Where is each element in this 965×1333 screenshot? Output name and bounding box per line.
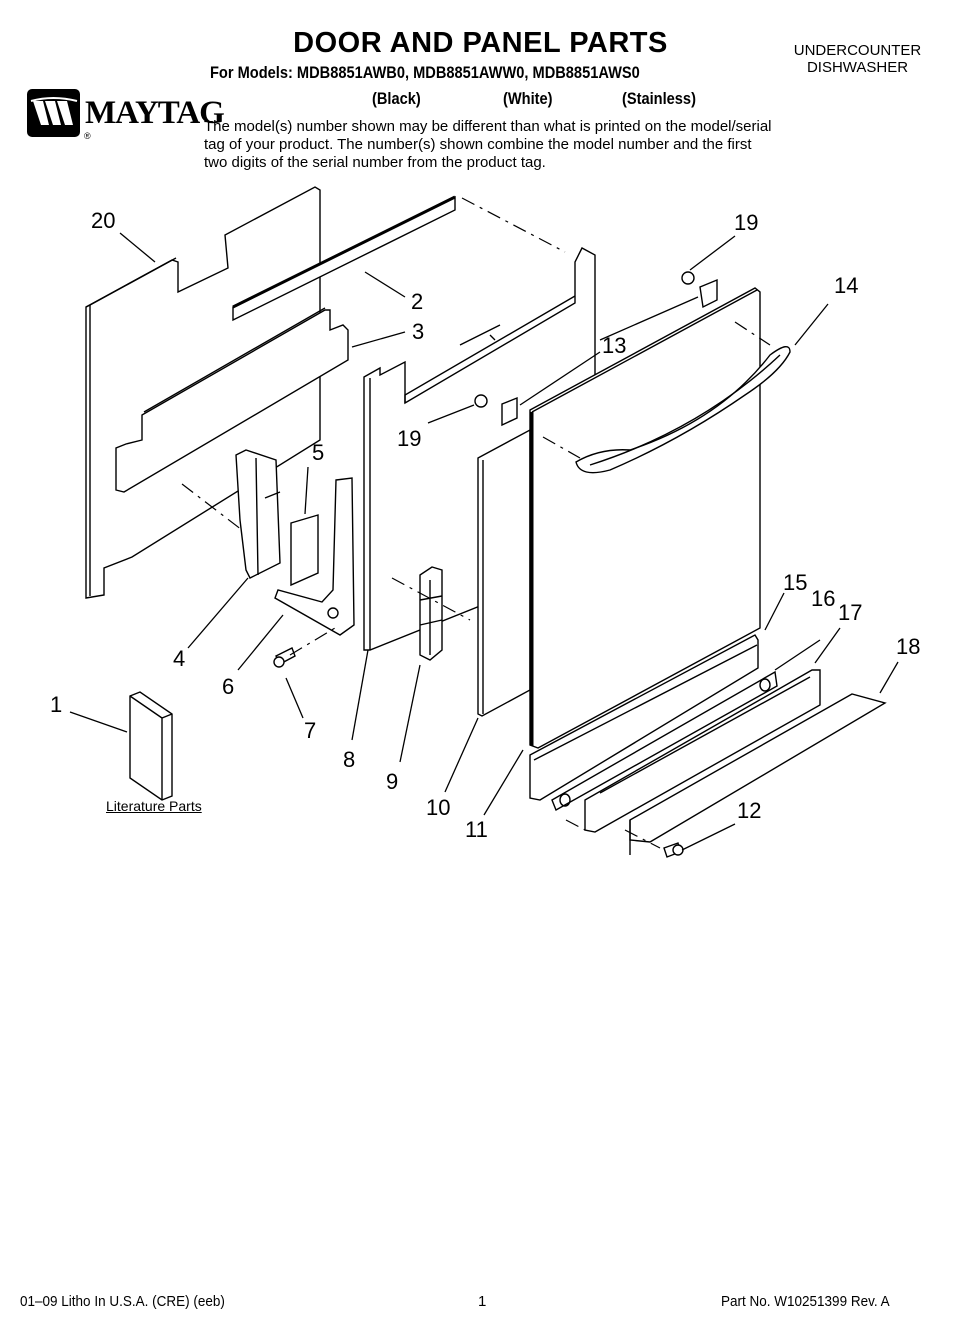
- callout-19-top: 19: [734, 210, 759, 235]
- product-type-line1: UNDERCOUNTER: [793, 42, 922, 59]
- maytag-logo-mark-icon: [27, 89, 80, 137]
- variant-stainless: (Stainless): [622, 89, 696, 108]
- exploded-parts-diagram: [69, 186, 899, 858]
- callout-5: 5: [312, 440, 325, 465]
- variant-black: (Black): [372, 89, 421, 108]
- part-1-literature[interactable]: [129, 691, 173, 801]
- part-6-hinge-arm[interactable]: [274, 477, 355, 636]
- leader-arrows: [69, 232, 899, 851]
- product-type-line2: DISHWASHER: [806, 59, 909, 76]
- callout-17: 17: [838, 600, 863, 625]
- part-2-trim-strip[interactable]: [232, 195, 456, 322]
- part-15-bottom-trim[interactable]: [529, 634, 759, 801]
- callout-3: 3: [412, 319, 425, 344]
- maytag-logo: MAYTAG ®: [27, 89, 225, 141]
- part-10-inner-panel[interactable]: [477, 428, 531, 717]
- part-19-nut[interactable]: [474, 271, 695, 408]
- part-14-handle[interactable]: [575, 346, 791, 474]
- variant-white: (White): [503, 89, 553, 108]
- models-line: For Models: MDB8851AWB0, MDB8851AWW0, MD…: [210, 63, 640, 82]
- callout-13: 13: [602, 333, 627, 358]
- callout-4: 4: [173, 646, 186, 671]
- callout-1: 1: [50, 692, 63, 717]
- callout-15: 15: [783, 570, 808, 595]
- maytag-wordmark: MAYTAG: [85, 95, 225, 131]
- part-9-hinge-clip[interactable]: [419, 566, 443, 661]
- part-7-screw[interactable]: [273, 647, 296, 668]
- part-11-outer-door-panel[interactable]: [529, 287, 761, 749]
- part-13-bracket[interactable]: [501, 278, 718, 427]
- page-title: DOOR AND PANEL PARTS: [0, 27, 965, 60]
- callout-20: 20: [91, 208, 116, 233]
- part-12-screw[interactable]: [663, 842, 684, 858]
- product-type: UNDERCOUNTER DISHWASHER: [790, 42, 925, 76]
- footer-page-number: 1: [478, 1293, 487, 1310]
- callout-12: 12: [737, 798, 762, 823]
- part-16-retainer-strip[interactable]: [551, 670, 778, 812]
- page-title-text: DOOR AND PANEL PARTS: [293, 27, 668, 59]
- callout-11: 11: [465, 817, 488, 842]
- callout-14: 14: [834, 273, 859, 298]
- callout-18: 18: [896, 634, 921, 659]
- callout-2: 2: [411, 289, 424, 314]
- part-18-toe-kick[interactable]: [629, 693, 887, 855]
- callout-8: 8: [343, 747, 356, 772]
- callout-16: 16: [811, 586, 836, 611]
- footer-part-number: Part No. W10251399 Rev. A: [721, 1293, 890, 1310]
- callout-19-left: 19: [397, 426, 422, 451]
- literature-parts-label: Literature Parts: [106, 798, 202, 814]
- callout-10: 10: [426, 795, 451, 820]
- registered-mark: ®: [84, 131, 91, 141]
- model-number-notice: The model(s) number shown may be differe…: [204, 118, 772, 171]
- callout-6: 6: [222, 674, 235, 699]
- callout-9: 9: [386, 769, 399, 794]
- part-3-panel[interactable]: [115, 307, 349, 493]
- callout-7: 7: [304, 718, 317, 743]
- footer-print-info: 01–09 Litho In U.S.A. (CRE) (eeb): [20, 1293, 225, 1310]
- part-4-bracket[interactable]: [235, 449, 281, 579]
- part-5-pad[interactable]: [290, 514, 319, 587]
